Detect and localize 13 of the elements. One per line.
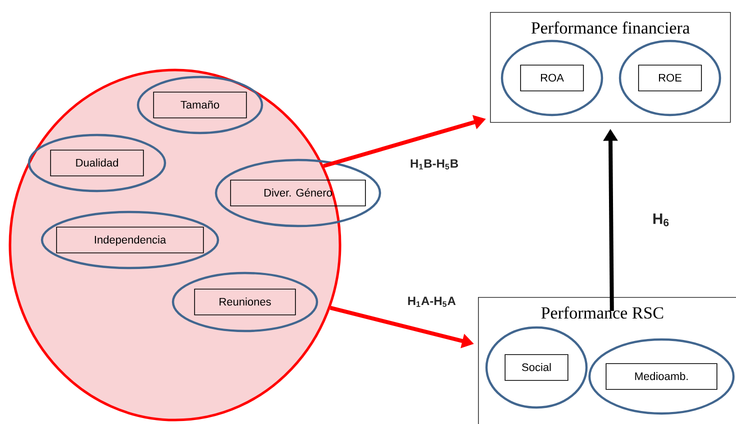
oval-label: Tamaño <box>136 76 264 134</box>
oval-label: ROA <box>500 40 604 116</box>
edge-label: H$_{1}$A-H$_{5}$A <box>408 296 456 307</box>
oval-label: Medioamb. <box>588 338 735 415</box>
group-ellipse <box>8 68 342 422</box>
oval-label: Diver. Género <box>214 158 382 228</box>
edge-label: H$_{1}$B-H$_{5}$B <box>410 159 458 170</box>
oval-label: Independencia <box>40 210 220 270</box>
oval-label: Reuniones <box>172 272 318 332</box>
oval-label: Dualidad <box>28 134 166 192</box>
oval-label: ROE <box>618 40 722 116</box>
oval-label: Social <box>485 326 588 409</box>
edge-label: H$_{6}$ <box>653 214 669 226</box>
